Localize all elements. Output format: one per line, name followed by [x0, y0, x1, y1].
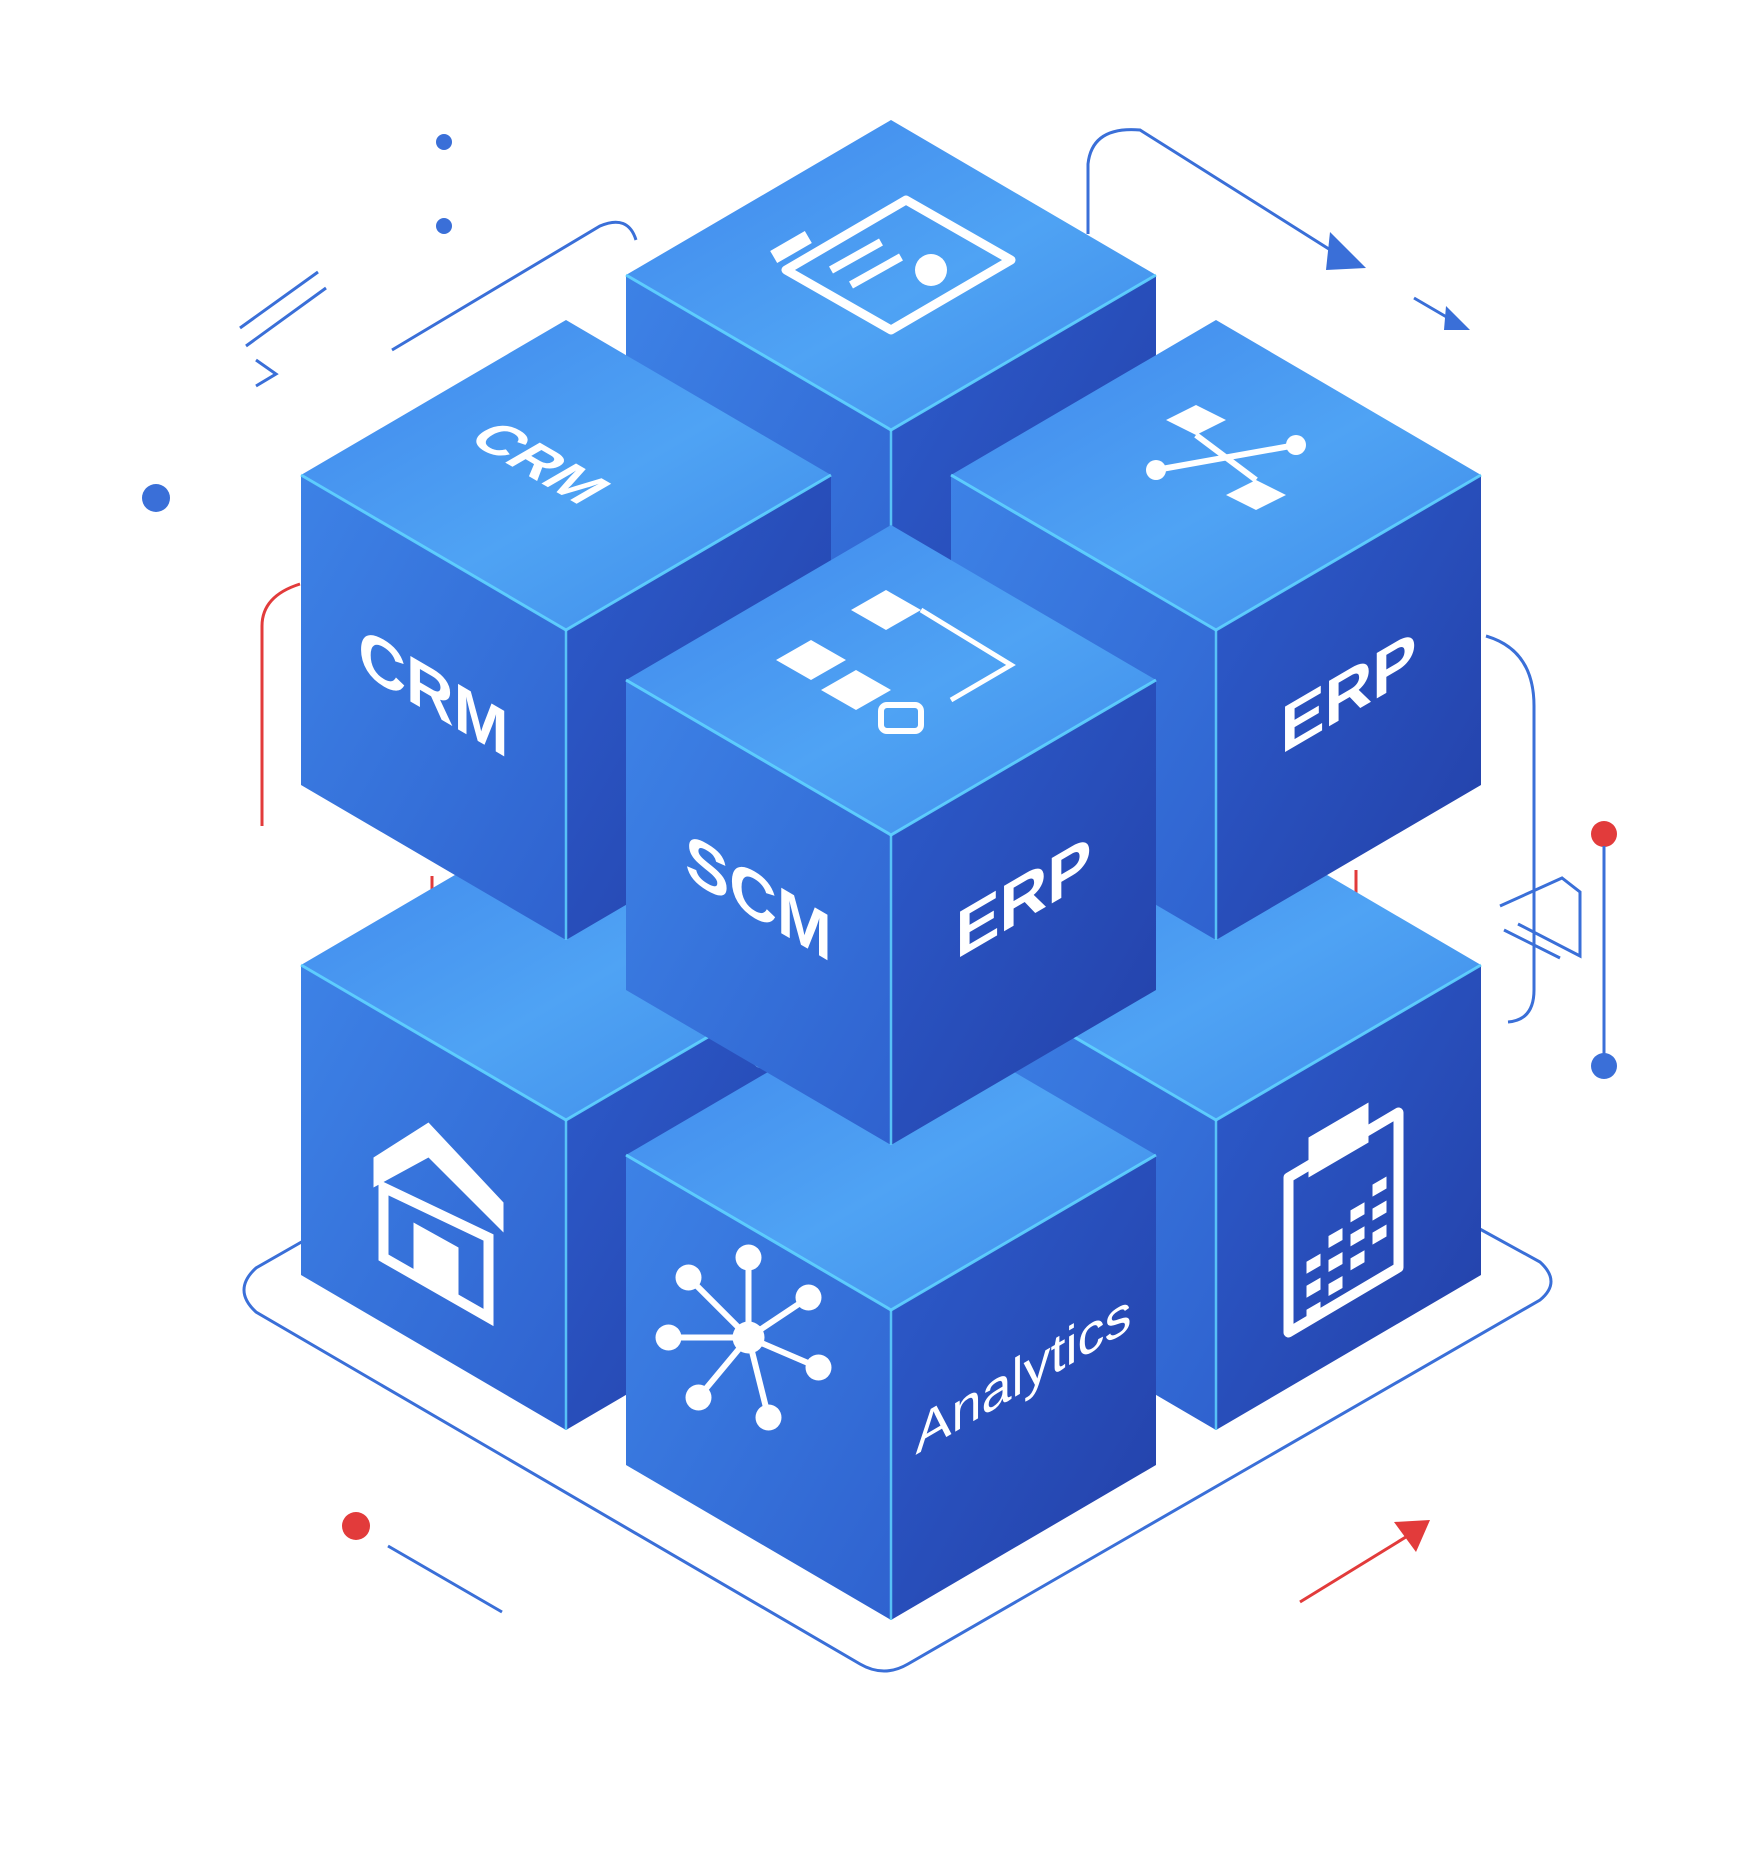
- dot-blue-1: [436, 134, 452, 150]
- right-side-connector: [1485, 634, 1536, 1024]
- red-arrow-head: [1394, 1520, 1430, 1552]
- red-arrow-line: [1299, 1530, 1415, 1604]
- payment-terminal-icon: [1283, 1102, 1404, 1338]
- dot-red-2: [342, 1512, 370, 1540]
- red-connector-left: [260, 582, 301, 826]
- line-topleft: [391, 220, 638, 352]
- warehouse-icon: [373, 1122, 504, 1327]
- platform-outline: [242, 1218, 1553, 1673]
- cube-bottom-center: Analytics: [625, 1000, 1157, 1620]
- process-flow-icon: [776, 590, 1016, 734]
- slash-marks-left: [239, 270, 327, 388]
- report-clipboard-icon: [770, 195, 1016, 335]
- dot-blue-3: [142, 484, 170, 512]
- dot-blue-2: [436, 218, 452, 234]
- dot-red-1: [1591, 821, 1617, 847]
- workflow-diagram-icon: [1146, 405, 1306, 510]
- network-hub-icon: [655, 1244, 832, 1431]
- arrow-head-short: [1444, 306, 1470, 330]
- right-slash-marks: [1499, 876, 1582, 960]
- arrow-head-top: [1326, 232, 1366, 270]
- line-bottom-left: [387, 1544, 503, 1614]
- arrow-line-top: [1086, 128, 1341, 258]
- dot-blue-4: [1591, 1053, 1617, 1079]
